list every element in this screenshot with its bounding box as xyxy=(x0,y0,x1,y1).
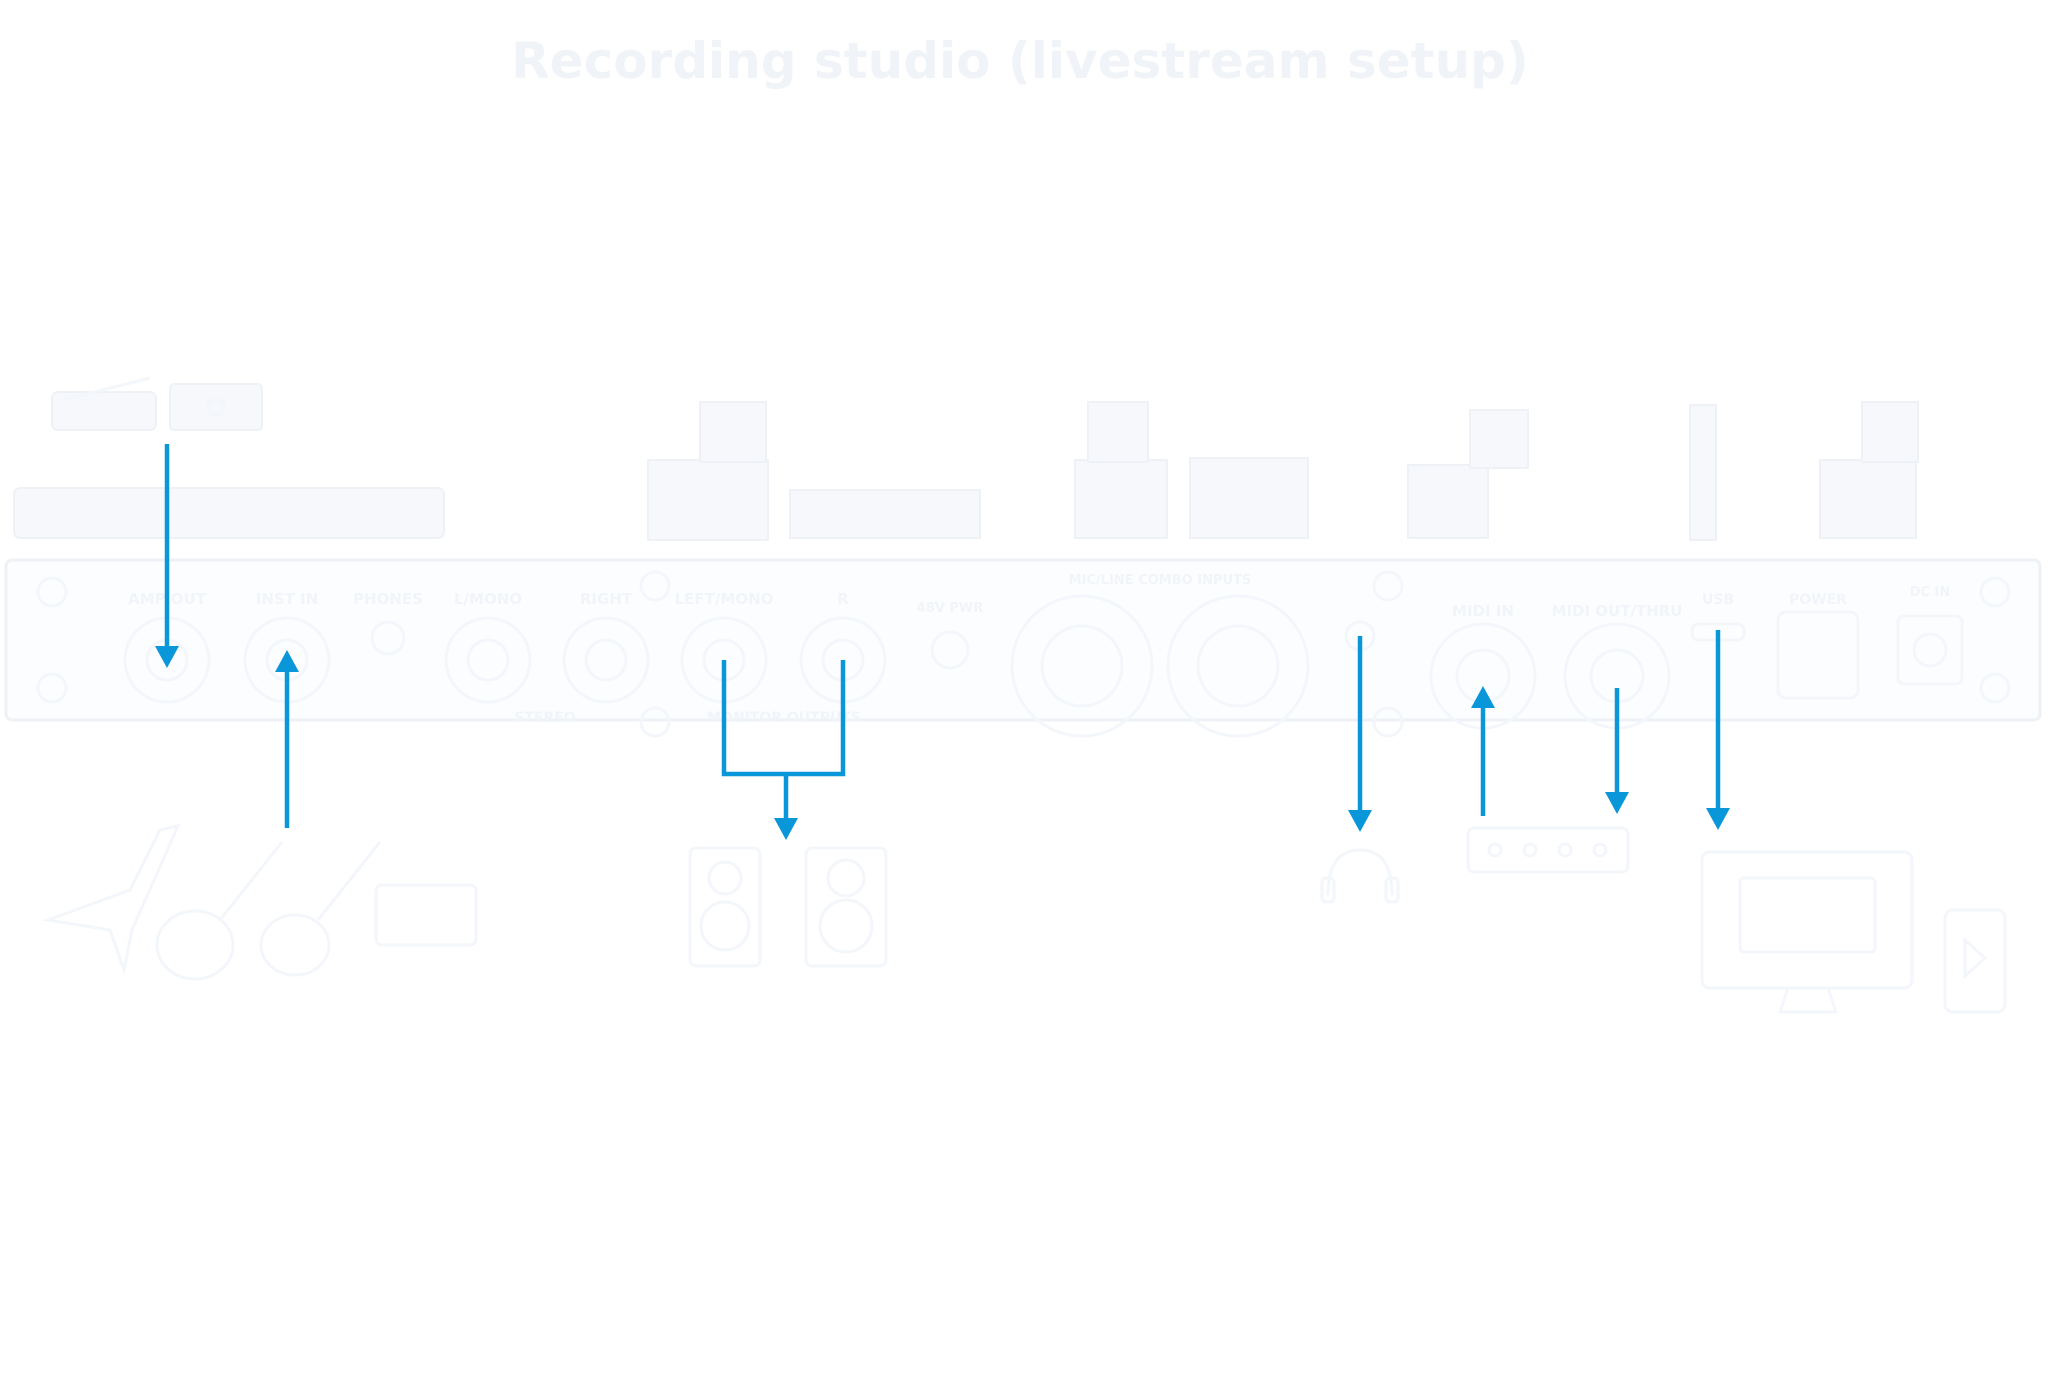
background-gear-silhouettes xyxy=(13,401,1919,541)
phantom-power-switch[interactable] xyxy=(930,630,970,670)
label-monitor-left: LEFT/MONO xyxy=(675,590,774,608)
line-in-left-jack[interactable] xyxy=(444,616,532,704)
arrow-amp-head-to-amp-out xyxy=(155,444,179,668)
label-line-in-right: RIGHT xyxy=(580,590,633,608)
label-inst-in: INST IN xyxy=(256,590,319,608)
amp-head-icon xyxy=(51,376,263,431)
flying-v-guitar-icon xyxy=(42,823,181,976)
studio-monitor-right-icon xyxy=(804,846,888,968)
label-monitor-group: MONITOR OUTPUTS xyxy=(707,710,861,726)
label-phones: PHONES xyxy=(353,590,423,608)
arrow-usb-to-computer xyxy=(1706,630,1730,830)
line-in-right-jack[interactable] xyxy=(562,616,650,704)
label-phantom: 48V PWR xyxy=(917,601,984,616)
combo-input-1[interactable] xyxy=(1010,594,1154,738)
smartphone-icon xyxy=(1943,908,2007,1014)
keyboard-icon xyxy=(374,883,478,947)
combo-input-2[interactable] xyxy=(1166,594,1310,738)
computer-monitor-icon xyxy=(1700,850,1914,1014)
label-power: POWER xyxy=(1789,592,1847,608)
instruments-group xyxy=(42,823,478,981)
label-stereo: STEREO xyxy=(514,710,576,726)
label-dc-in: DC IN xyxy=(1910,585,1951,600)
arrow-headphone-port-to-headphones xyxy=(1348,636,1372,832)
label-line-in-left: L/MONO xyxy=(454,590,522,608)
label-monitor-right: R xyxy=(837,590,849,608)
dc-in-port[interactable] xyxy=(1896,614,1964,686)
studio-monitor-left-icon xyxy=(688,846,762,968)
electric-guitar-icon xyxy=(259,841,382,977)
phones-jack[interactable] xyxy=(370,620,406,656)
label-midi-in: MIDI IN xyxy=(1452,602,1514,620)
headphones-icon xyxy=(1320,848,1400,904)
diagram-title: Recording studio (livestream setup) xyxy=(511,32,1529,90)
connection-arrows xyxy=(155,444,1730,840)
acoustic-guitar-icon xyxy=(155,841,284,981)
arrow-midi-controller-to-midi-in xyxy=(1471,686,1495,816)
studio-monitors-group xyxy=(688,846,888,968)
label-usb: USB xyxy=(1702,592,1734,608)
arrow-guitars-to-inst-in xyxy=(275,650,299,828)
label-combo-group: MIC/LINE COMBO INPUTS xyxy=(1069,573,1252,588)
arrow-midi-out-to-controller xyxy=(1605,688,1629,814)
arrow-monitor-outs-to-speakers xyxy=(721,660,846,840)
power-switch[interactable] xyxy=(1776,610,1860,700)
interface-rear-panel: AMP OUT INST IN PHONES L/MONO RIGHT STER… xyxy=(4,558,2042,738)
label-midi-out: MIDI OUT/THRU xyxy=(1552,602,1683,620)
midi-controller-icon xyxy=(1466,826,1630,874)
